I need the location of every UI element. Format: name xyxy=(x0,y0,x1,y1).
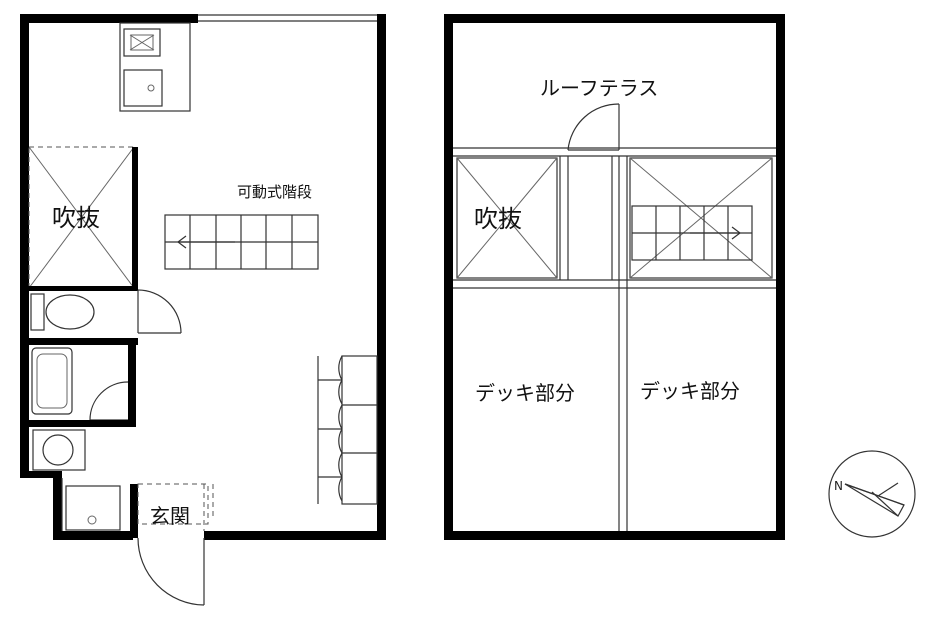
deck-left-label: デッキ部分 xyxy=(475,381,575,405)
wash-wall-top xyxy=(20,420,136,427)
entrance: 玄関 xyxy=(130,483,214,538)
toilet-icon xyxy=(45,294,95,330)
f1-wall-bottom-right xyxy=(204,531,386,540)
toilet-wall-top xyxy=(20,286,138,291)
north-arrow-icon: N xyxy=(828,450,916,538)
f2-void-label: 吹抜 xyxy=(474,205,522,233)
floor-1-plan: 吹抜 可動式階段 xyxy=(20,14,386,606)
f1-wall-step-h xyxy=(20,471,62,478)
f1-void: 吹抜 xyxy=(28,146,138,289)
f1-wall-step-v xyxy=(53,476,62,540)
bathtub-icon xyxy=(31,347,73,415)
toilet-tank xyxy=(30,293,45,331)
entrance-label: 玄関 xyxy=(150,504,190,528)
f1-wall-left-lower xyxy=(20,425,29,477)
bath-wall-top xyxy=(20,338,138,345)
roof-terrace-label: ルーフテラス xyxy=(540,76,658,100)
f1-void-label: 吹抜 xyxy=(52,204,100,232)
stairs-arrow-icon xyxy=(177,235,187,249)
f2-wall-top xyxy=(444,14,785,23)
sink-icon xyxy=(123,69,163,107)
f2-wall-bottom xyxy=(444,531,785,540)
f2-void: 吹抜 xyxy=(456,156,569,280)
f1-wall-bottom-left xyxy=(53,531,133,540)
roof-terrace-door[interactable] xyxy=(567,103,620,151)
deck-right-label: デッキ部分 xyxy=(640,379,740,403)
entrance-door[interactable] xyxy=(137,537,205,606)
closet[interactable] xyxy=(317,355,378,505)
f2-stairs-opening xyxy=(629,157,773,279)
movable-stairs[interactable]: 可動式階段 xyxy=(164,183,319,270)
f2-wall-left xyxy=(444,14,453,540)
f2-stairs-arrow-icon xyxy=(731,226,741,240)
f1-wall-left xyxy=(20,14,29,432)
floor-2-plan: ルーフテラス 吹抜 xyxy=(444,14,785,540)
stairs-label: 可動式階段 xyxy=(237,183,312,201)
f1-wall-top xyxy=(20,14,198,23)
f1-wall-right xyxy=(377,14,386,540)
f2-wall-right xyxy=(776,14,785,540)
north-label: N xyxy=(834,479,843,493)
washing-machine-icon xyxy=(65,485,121,531)
bath-wall-right xyxy=(128,338,136,426)
